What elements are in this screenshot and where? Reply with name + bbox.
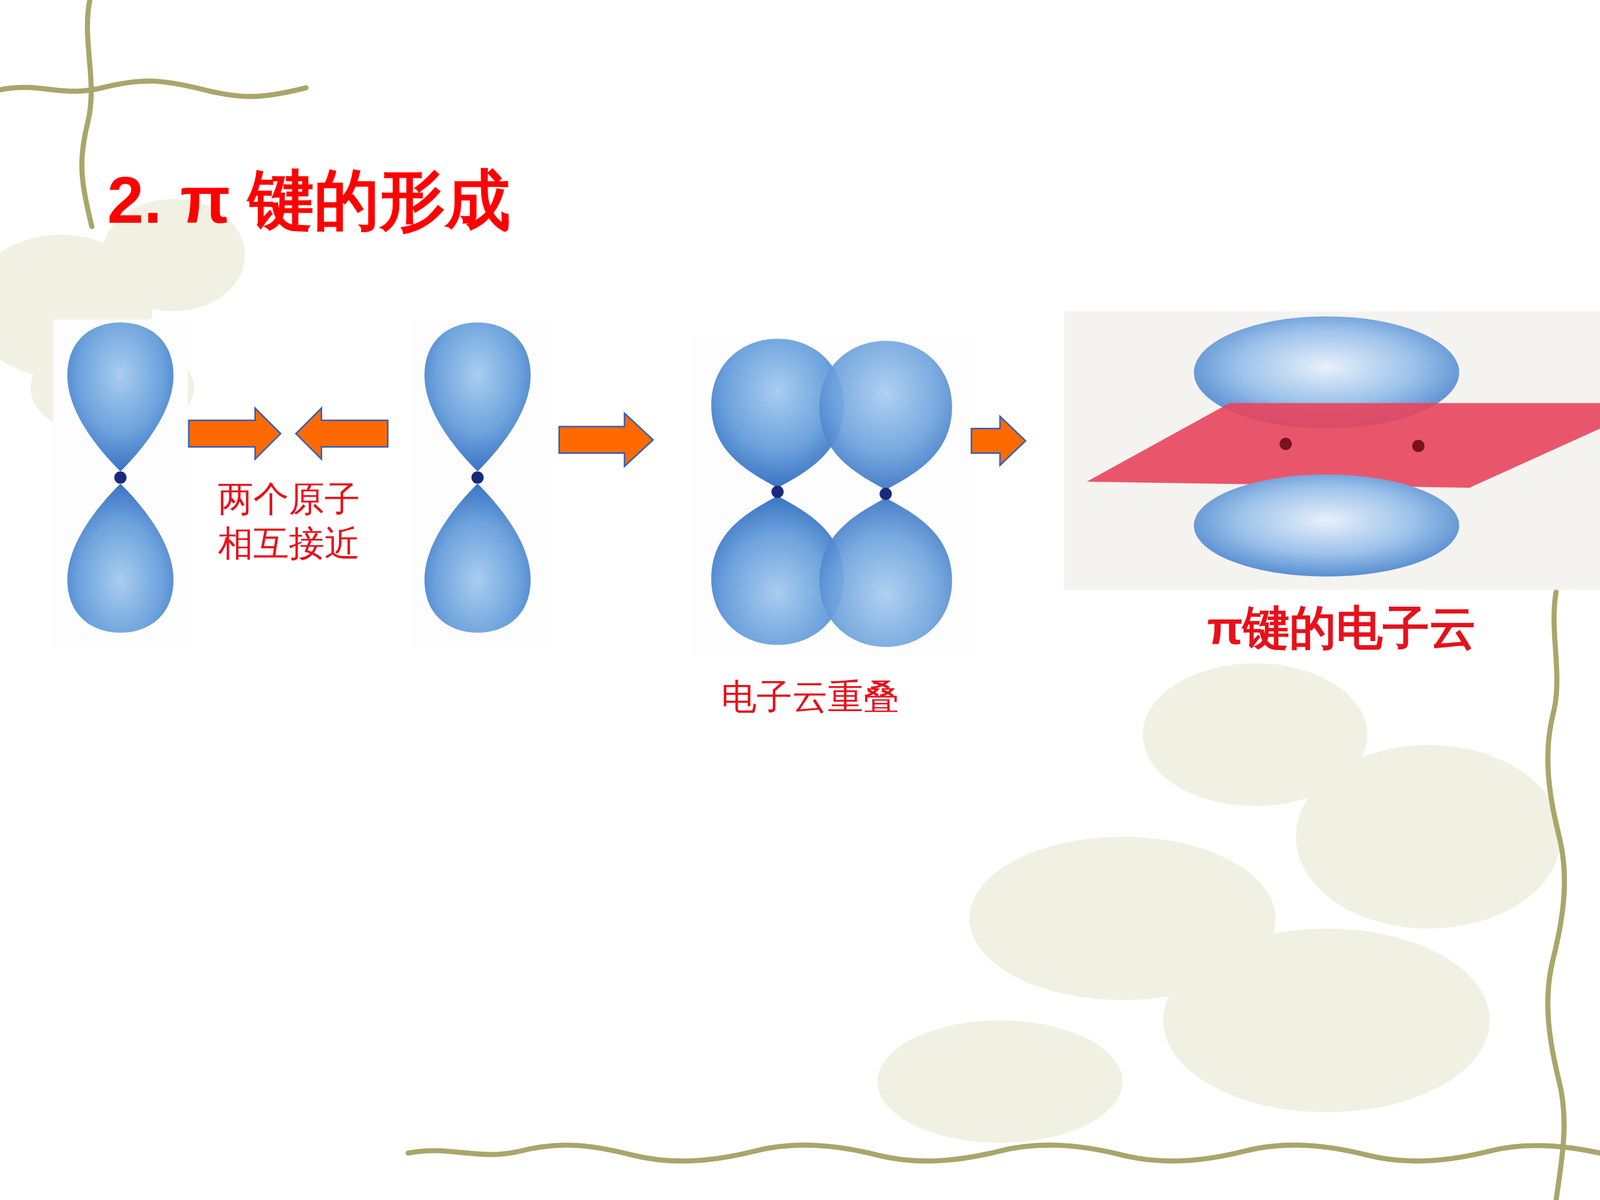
overlapping-orbitals xyxy=(693,333,970,657)
pi-bond-cloud xyxy=(1064,311,1600,590)
slide-title: 2. π 键的形成 xyxy=(107,161,511,240)
step-caption: 电子云重叠 xyxy=(721,674,899,719)
background-flowers xyxy=(0,198,1562,1143)
block-arrow xyxy=(188,408,1026,467)
p-orbital xyxy=(53,319,188,648)
result-caption: π键的电子云 xyxy=(1207,598,1477,658)
step-caption: 两个原子 相互接近 xyxy=(212,476,365,566)
p-orbital xyxy=(413,319,548,648)
